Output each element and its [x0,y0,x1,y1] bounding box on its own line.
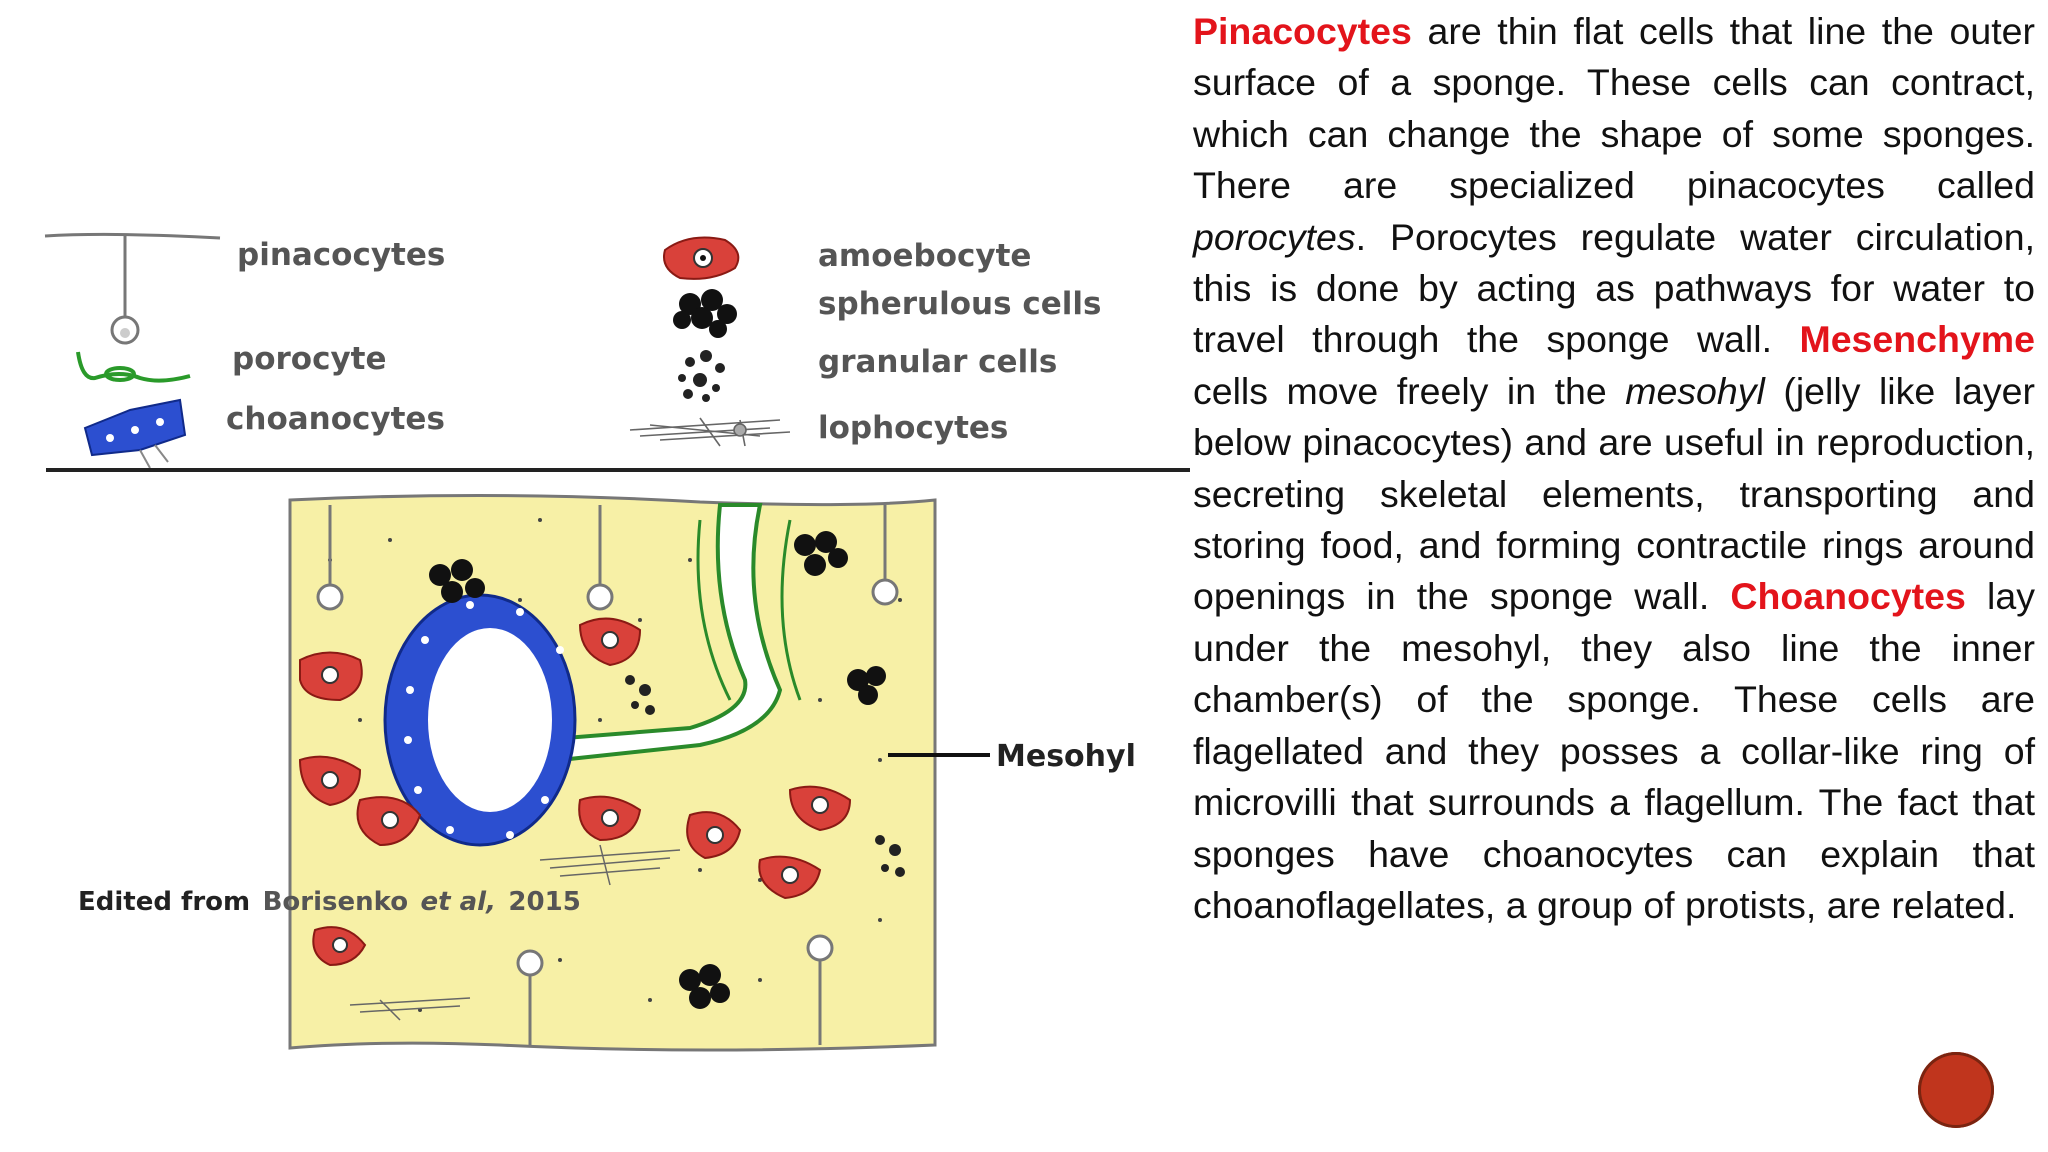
paragraph-mesenchyme: Mesenchyme cells move freely in the meso… [1193,318,2035,618]
mesohyl-block [288,493,937,1052]
legend-label-choanocytes: choanocytes [226,401,445,437]
term-mesenchyme: Mesenchyme [1799,318,2035,361]
legend-porocyte-icon [76,351,191,383]
legend-label-lophocytes: lophocytes [818,410,1008,446]
mesohyl-label: Mesohyl [996,739,1136,774]
legend-choanocyte-icon [83,398,187,469]
legend-label-porocyte: porocyte [232,341,387,377]
term-pinacocytes: Pinacocytes [1193,10,1412,52]
description-text: Pinacocytes are thin flat cells that lin… [1193,6,2035,931]
paragraph-pinacocytes: Pinacocytes are thin flat cells that lin… [1193,10,2035,361]
term-choanocytes: Choanocytes [1730,575,1966,618]
legend-lophocyte-icon [629,417,791,447]
legend-spherulous-icon [673,289,737,338]
legend-label-pinacocytes: pinacocytes [237,237,445,273]
slide-number-marker[interactable] [1918,1052,1994,1128]
figure-credit: Edited from Borisenko et al, 2015 [78,887,581,917]
legend-label-amoebocyte: amoebocyte [818,238,1031,274]
legend-pinacocyte-icon [44,232,221,345]
paragraph-choanocytes: Choanocytes lay under the mesohyl, they … [1193,575,2035,926]
legend-label-granular: granular cells [818,344,1057,380]
legend-label-spherulous: spherulous cells [818,286,1101,322]
legend-granular-icon [678,350,725,402]
sponge-diagram: pinacocytes porocyte choanocytes amoeboc… [44,232,1190,1052]
legend-amoebocyte-icon [663,236,740,280]
